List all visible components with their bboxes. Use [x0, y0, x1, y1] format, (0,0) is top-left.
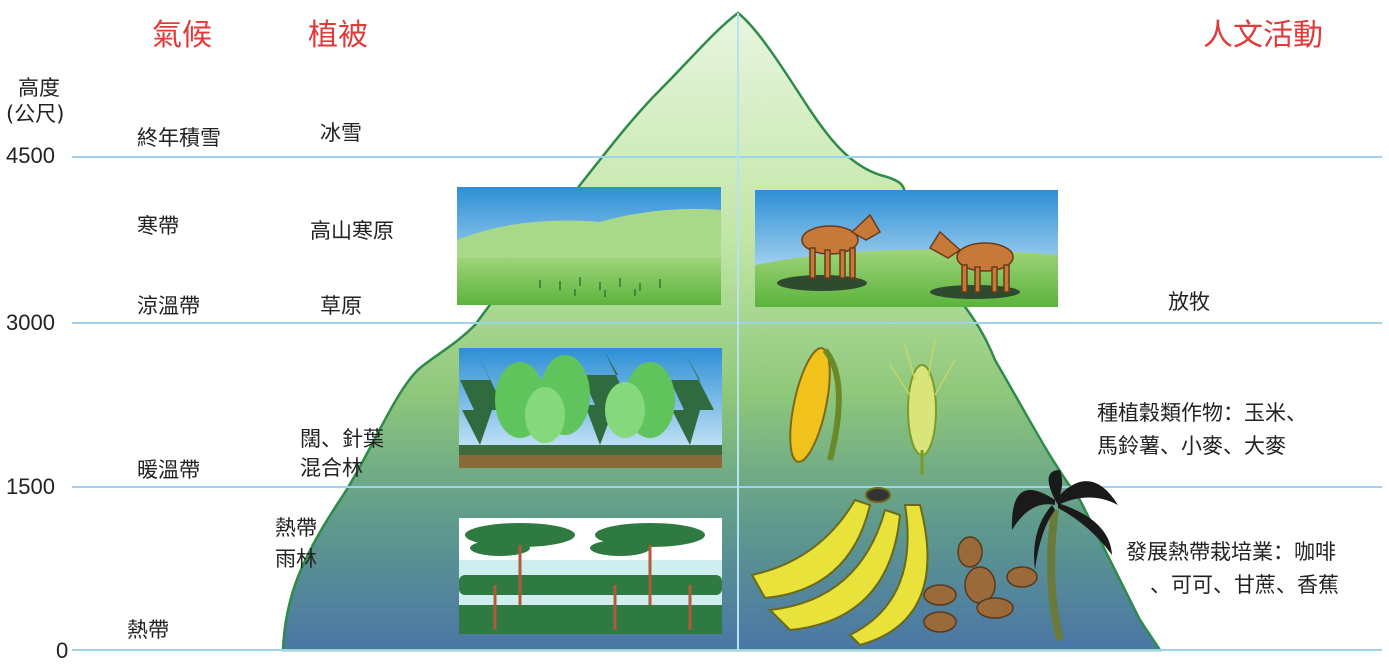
wheat-icon — [889, 339, 956, 475]
axis-title-line2: (公尺) — [6, 102, 65, 126]
activity-grain-line2: 馬鈴薯、小麥、大麥 — [1097, 434, 1286, 458]
alpine-tundra-picture — [457, 187, 721, 305]
tick-0: 0 — [56, 638, 69, 663]
vegetation-rainforest-line2: 雨林 — [275, 547, 317, 571]
climate-cold-zone: 寒帶 — [137, 214, 179, 238]
activity-grain-line1: 種植穀類作物：玉米、 — [1097, 401, 1307, 425]
vegetation-snow: 冰雪 — [320, 121, 362, 145]
vegetation-mixed-forest-line1: 闊、針葉 — [300, 427, 384, 451]
activity-tropical-line2: 、可可、甘蔗、香蕉 — [1150, 573, 1339, 597]
vegetation-grassland: 草原 — [320, 294, 362, 318]
tick-1500: 1500 — [6, 474, 55, 499]
vegetation-mixed-forest-line2: 混合林 — [300, 456, 363, 480]
goat-icon — [928, 230, 1014, 293]
rainforest-picture — [459, 518, 722, 634]
header-vegetation: 植被 — [308, 18, 368, 53]
banana-icon — [750, 487, 929, 647]
corn-icon — [789, 347, 842, 463]
climate-permanent-snow: 終年積雪 — [137, 126, 221, 150]
vegetation-alpine-tundra: 高山寒原 — [310, 219, 394, 243]
goat-icon — [801, 213, 882, 279]
climate-cool-temperate: 涼溫帶 — [137, 294, 200, 318]
axis-title-line1: 高度 — [18, 76, 60, 100]
tick-4500: 4500 — [6, 143, 55, 168]
mountain-shape — [281, 11, 1163, 652]
header-climate: 氣候 — [152, 18, 212, 53]
tick-3000: 3000 — [6, 310, 55, 335]
vegetation-rainforest-line1: 熱帶 — [275, 516, 317, 540]
climate-warm-temperate: 暖溫帶 — [137, 458, 200, 482]
header-human-activity: 人文活動 — [1203, 18, 1323, 53]
climate-tropical: 熱帶 — [127, 618, 169, 642]
mixed-forest-picture — [459, 348, 722, 468]
coffee-bean-icon — [923, 536, 1038, 633]
activity-tropical-line1: 發展熱帶栽培業：咖啡 — [1126, 540, 1336, 564]
activity-herding: 放牧 — [1168, 290, 1210, 314]
goats-picture — [755, 190, 1058, 307]
palm-tree-icon — [1011, 470, 1118, 641]
